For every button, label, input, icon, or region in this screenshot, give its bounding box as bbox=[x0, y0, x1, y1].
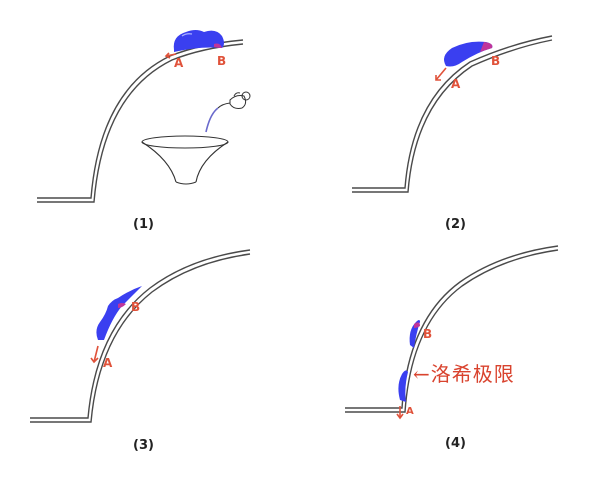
flow-arrow bbox=[435, 67, 447, 81]
fluid-blob-upper bbox=[409, 320, 420, 348]
point-a-label: A bbox=[451, 77, 461, 91]
track bbox=[30, 249, 251, 423]
point-a-label: A bbox=[174, 56, 184, 70]
funnel-icon bbox=[141, 135, 229, 185]
panel-2 bbox=[352, 35, 553, 193]
flow-arrow bbox=[164, 52, 177, 59]
track bbox=[345, 245, 559, 413]
fluid-blob bbox=[173, 30, 224, 52]
panel-label-3: (3) bbox=[133, 438, 154, 453]
point-b-label: B bbox=[423, 327, 433, 341]
panel-label-2: (2) bbox=[445, 217, 466, 232]
flow-arrow bbox=[90, 345, 99, 364]
point-a-label: A bbox=[103, 356, 113, 370]
track bbox=[37, 39, 244, 203]
panel-3 bbox=[30, 249, 251, 423]
point-b-label: B bbox=[217, 54, 227, 68]
roche-limit-annotation: ←洛希极限 bbox=[413, 362, 515, 386]
track bbox=[352, 35, 553, 193]
point-b-label: B bbox=[131, 300, 141, 314]
panel-label-1: (1) bbox=[133, 217, 154, 232]
fluid-blob-lower bbox=[398, 370, 408, 402]
panel-label-4: (4) bbox=[445, 436, 466, 451]
point-b-label: B bbox=[491, 54, 501, 68]
point-a-label: A bbox=[406, 406, 414, 417]
panel-4 bbox=[345, 245, 559, 420]
pour-stream bbox=[205, 107, 219, 133]
flow-arrow bbox=[396, 406, 404, 420]
panel-1 bbox=[37, 30, 251, 203]
teapot-icon bbox=[217, 91, 251, 109]
fluid-blob bbox=[96, 286, 142, 340]
fluid-blob bbox=[444, 41, 493, 67]
